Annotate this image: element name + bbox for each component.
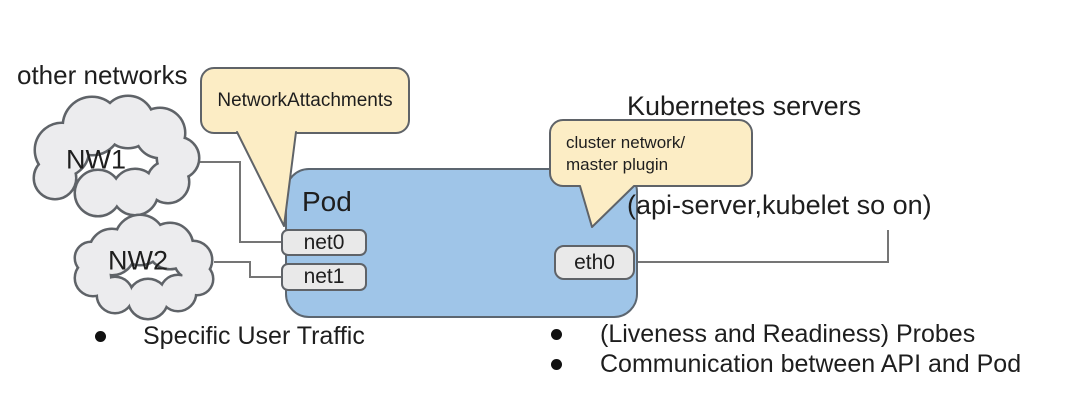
bullet-communication-api-pod: Communication between API and Pod xyxy=(551,350,1021,379)
bullet-liveness-readiness-probes: (Liveness and Readiness) Probes xyxy=(551,320,975,349)
kubernetes-servers-line1: Kubernetes servers xyxy=(627,91,862,121)
connector-nw2-to-net1 xyxy=(214,261,283,278)
cloud-nw2-label: NW2 xyxy=(108,245,168,276)
interface-net1-label: net1 xyxy=(303,265,345,288)
interface-eth0: eth0 xyxy=(554,245,635,280)
bullet-label: (Liveness and Readiness) Probes xyxy=(600,320,976,348)
bullet-label: Specific User Traffic xyxy=(143,322,365,350)
other-networks-label: other networks xyxy=(17,60,188,90)
callout-network-attachments-tail xyxy=(237,131,296,227)
bullet-dot-icon xyxy=(551,359,562,370)
callout-cluster-network: cluster network/ master plugin xyxy=(549,119,753,187)
bullet-specific-user-traffic: Specific User Traffic xyxy=(95,322,365,351)
bullet-dot-icon xyxy=(551,329,562,340)
callout-network-attachments-text: NetworkAttachments xyxy=(217,89,393,111)
callout-cluster-network-line2: master plugin xyxy=(566,155,669,174)
bullet-label: Communication between API and Pod xyxy=(600,350,1022,378)
callout-cluster-network-tail xyxy=(580,185,634,228)
connector-eth0-to-servers xyxy=(637,230,889,263)
cloud-nw1 xyxy=(32,94,201,218)
cloud-nw1-label: NW1 xyxy=(66,144,126,175)
cloud-nw2 xyxy=(73,213,215,321)
interface-net1: net1 xyxy=(281,263,367,291)
interface-net0: net0 xyxy=(281,229,367,256)
interface-net0-label: net0 xyxy=(303,230,345,254)
kubernetes-servers-line2: (api-server,kubelet so on) xyxy=(627,190,932,220)
interface-eth0-label: eth0 xyxy=(574,250,615,274)
bullet-dot-icon xyxy=(95,331,106,342)
callout-network-attachments: NetworkAttachments xyxy=(200,67,410,134)
connector-lines xyxy=(196,161,889,278)
callout-cluster-network-line1: cluster network/ xyxy=(566,133,686,152)
connector-nw1-to-net0 xyxy=(196,161,283,243)
kubernetes-servers-label: Kubernetes servers (api-server,kubelet s… xyxy=(627,24,932,288)
pod-label: Pod xyxy=(302,186,352,217)
